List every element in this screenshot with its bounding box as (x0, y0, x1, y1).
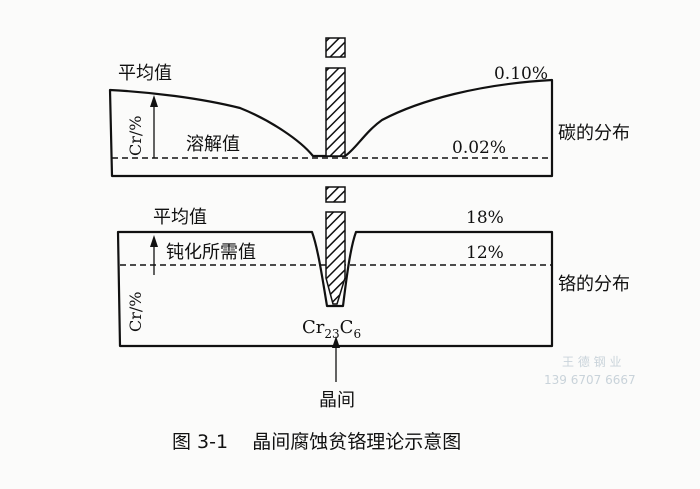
carbon-panel: 平均值 0.10% 溶解值 0.02% Cr/% 碳的分布 (108, 63, 630, 178)
chromium-avg-value: 18% (466, 208, 504, 228)
watermark-company: 王 德 钢 业 (562, 354, 621, 369)
chromium-avg-label: 平均值 (153, 207, 207, 228)
chromium-profile-curve (116, 230, 554, 348)
grain-boundary-pointer-arrowhead (332, 336, 340, 348)
carbide-formula: Cr23C6 (302, 317, 361, 341)
carbon-dissolve-value: 0.02% (452, 138, 506, 158)
chromium-side-label: 铬的分布 (558, 274, 630, 295)
carbon-side-label: 碳的分布 (558, 123, 630, 144)
grain-boundary-bar-top (325, 37, 346, 58)
grain-boundary-label: 晶间 (319, 390, 355, 411)
chromium-passivation-label: 钝化所需值 (166, 242, 256, 263)
carbon-axis-label: Cr/% (126, 116, 145, 156)
carbon-avg-value: 0.10% (494, 64, 548, 84)
chromium-axis-label: Cr/% (126, 292, 145, 332)
figure-caption: 图 3-1 晶间腐蚀贫铬理论示意图 (172, 431, 461, 453)
chromium-panel: 平均值 18% 钝化所需值 12% Cr/% 铬的分布 (116, 207, 630, 348)
carbon-axis-arrowhead (150, 95, 158, 107)
carbon-avg-label: 平均值 (118, 63, 172, 84)
carbon-dissolve-label: 溶解值 (186, 134, 240, 155)
grain-boundary-bar-carbon (325, 67, 346, 157)
watermark-phone: 139 6707 6667 (544, 373, 636, 387)
grain-boundary (325, 37, 346, 305)
grain-boundary-carbide-wedge (325, 211, 346, 305)
chromium-passivation-value: 12% (466, 243, 504, 263)
grain-boundary-bar-middle (325, 186, 346, 203)
chromium-axis-arrowhead (150, 235, 158, 247)
